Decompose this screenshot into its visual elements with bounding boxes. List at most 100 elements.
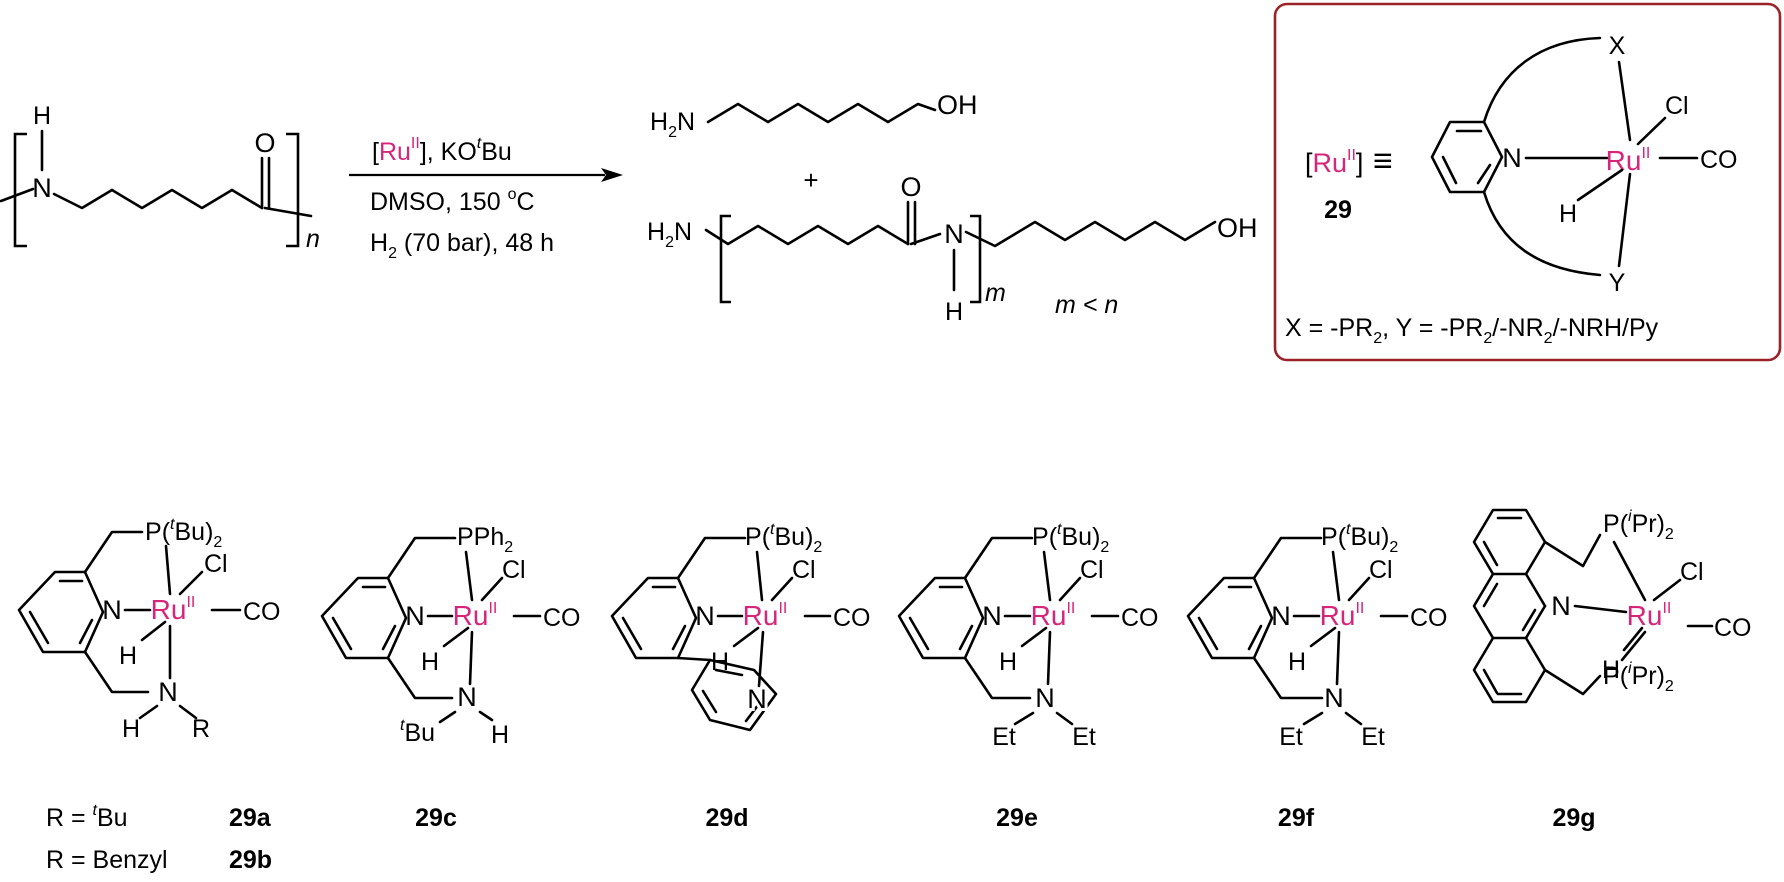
pyridine-double-2 (908, 616, 930, 651)
ligand-H: H (1288, 648, 1306, 676)
ligand-Y: Y (1609, 269, 1626, 297)
arm-CH2-N (963, 656, 1032, 700)
bond-Ru-N (468, 630, 474, 686)
pyridyl-N: N (747, 684, 767, 714)
polyamide-reactant: H N O n (0, 102, 320, 253)
catalyst-symbol: [RuII] (1305, 147, 1363, 178)
pyridine-ring (17, 570, 105, 654)
repeat-index-m: m (985, 279, 1006, 307)
pyridine-N: N (405, 601, 425, 631)
bond-Ru-Cl (178, 570, 204, 596)
ligand-Cl: Cl (1080, 556, 1104, 584)
complex-29e: N P(tBu)2 RuII Cl CO H N Et Et (897, 521, 1159, 751)
pyridine-N: N (982, 601, 1002, 631)
ru-center: RuII (1627, 600, 1672, 631)
acridine-double-4 (1521, 608, 1537, 632)
amine-terminus: H2N (650, 108, 695, 141)
pyridine-N: N (1271, 601, 1291, 631)
ligand-Cl: Cl (204, 550, 228, 578)
bond-chain-end-left (0, 187, 35, 203)
pyridine-ring (897, 576, 985, 660)
acridine-double-3 (1482, 582, 1499, 608)
bond-Ru-Ptop (1612, 540, 1647, 602)
ligand-H: H (119, 642, 137, 670)
bond-chain-end-right (263, 206, 313, 218)
acridine-ring-mid-left (1472, 572, 1495, 640)
pyridine-double-3 (958, 624, 974, 651)
pyridine-N: N (1502, 143, 1522, 173)
pyridyl-double-2 (744, 694, 767, 723)
acridine-double-5 (1482, 668, 1499, 695)
complex-29d: N P(tBu)2 N RuII Cl CO H (610, 521, 871, 732)
oligo-amine-terminus: H2N (647, 218, 692, 251)
acridine-ring-mid-top (1524, 572, 1547, 608)
phosphine-group: P(tBu)2 (1032, 521, 1109, 556)
pyridine-double-3 (381, 624, 397, 651)
bond-Ru-Cl (770, 576, 794, 602)
arrow-head (601, 168, 623, 182)
phosphine-group: P(tBu)2 (145, 516, 222, 551)
complex-29f: N P(tBu)2 RuII Cl CO H N Et Et (1186, 521, 1448, 751)
bond-N-Et2 (1344, 711, 1363, 726)
bond-Ru-H (1309, 626, 1337, 648)
ethyl-2: Et (1072, 723, 1096, 751)
arm-CH2-P (676, 536, 747, 580)
ethyl-2: Et (1361, 723, 1385, 751)
arm-CH2-P (1252, 536, 1323, 580)
pyridine-double-3 (1476, 163, 1492, 185)
pyridine-double-2 (331, 616, 353, 651)
arm-to-Y (1482, 190, 1602, 277)
bond-Ru-H (732, 626, 760, 648)
arm-CH2-N (83, 650, 150, 694)
ligand-CO: CO (833, 604, 871, 632)
pyridine-double-3 (671, 624, 687, 651)
compound-label-29c: 29c (415, 804, 457, 832)
bond-Ru-Cl (1347, 576, 1371, 602)
amine-H: H (491, 721, 509, 749)
pyridine-double-3 (78, 618, 94, 645)
bond-Ru-Cl (1636, 116, 1667, 146)
pyridine-ring (610, 576, 698, 660)
compound-label-29e: 29e (996, 804, 1038, 832)
arm-to-X (1482, 36, 1602, 124)
hydroxyl: OH (937, 90, 978, 120)
oligo-bracket-right (970, 214, 982, 304)
plus-sign: + (803, 165, 818, 195)
compound-29-label: 29 (1324, 196, 1352, 224)
compound-label-29f: 29f (1278, 804, 1315, 832)
oligo-hydroxyl: OH (1217, 213, 1258, 243)
amine-tBu: tBu (400, 717, 435, 747)
pyridine-ring (320, 576, 408, 660)
ru-center: RuII (1606, 145, 1651, 176)
bond-N-Ru (1573, 604, 1628, 614)
pyridine-double-2 (28, 610, 50, 645)
bond-Ru-H (1020, 626, 1048, 648)
r-group-tBu: R = tBu (46, 802, 128, 832)
bond-oligo-tail (964, 220, 1217, 248)
ligand-H: H (1559, 200, 1577, 228)
bond-Ru-H (140, 620, 167, 642)
bond-N-Et1 (1013, 711, 1035, 726)
bond-N-tBu (438, 710, 457, 724)
ligand-CO: CO (1410, 604, 1448, 632)
ligand-CO: CO (1714, 614, 1752, 642)
ligand-Cl: Cl (502, 556, 526, 584)
ligand-Cl: Cl (1665, 92, 1689, 120)
complex-29g: N P(iPr)2 P(iPr)2 RuII Cl CO H (1472, 508, 1752, 704)
ligand-H: H (1602, 656, 1620, 684)
oligo-bracket-left (719, 214, 731, 304)
bond-Ru-N (1335, 630, 1341, 686)
phosphine-group: P(tBu)2 (1321, 521, 1398, 556)
acridine-N: N (1551, 591, 1571, 621)
amine-N: N (1324, 683, 1344, 713)
amine-H: H (122, 715, 140, 743)
arm-top (1543, 533, 1602, 568)
amine-N: N (1035, 683, 1055, 713)
ethyl-1: Et (992, 723, 1016, 751)
pyridine-double-2 (1197, 616, 1219, 651)
arm-CH2-P (963, 536, 1034, 580)
pyridine-double-2 (621, 616, 643, 651)
amine-N: N (457, 682, 477, 712)
catalyst-definition-box: [RuII] ≡ 29 N RuII X Y Cl CO H X = -PR2,… (1273, 2, 1782, 362)
complex-29a: N P(tBu)2 RuII Cl CO H N H R (17, 516, 281, 743)
